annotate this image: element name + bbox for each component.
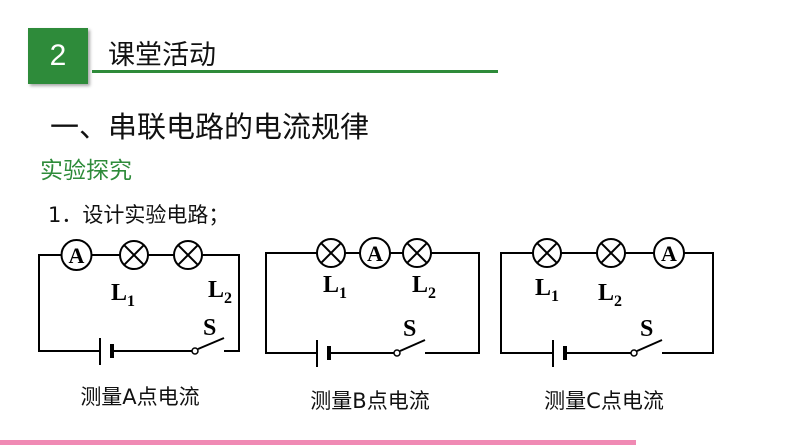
lamp-l1-icon: [316, 238, 346, 268]
bottom-accent-bar: [0, 440, 636, 445]
lamp-l2-label: L2: [208, 277, 232, 307]
circuit-caption: 测量A点电流: [80, 385, 199, 409]
lamp-l1-icon: [119, 240, 149, 270]
switch-label: S: [203, 315, 216, 341]
ammeter-label: A: [69, 243, 85, 268]
circuit-b: [265, 252, 480, 354]
switch-icon: [393, 339, 426, 357]
circuit-diagrams: A L1 L2 S 测量A点电流 A L1 L2 S 测量B点电流: [38, 237, 714, 413]
lamp-l1-label: L1: [111, 280, 135, 310]
circuit-a: [38, 254, 240, 352]
lamp-l2-icon: [596, 238, 626, 268]
header-title: 课堂活动: [108, 40, 216, 71]
switch-icon: [630, 339, 663, 357]
battery-icon: [99, 338, 114, 365]
lamp-l1-icon: [532, 238, 562, 268]
ammeter-icon: A: [359, 237, 391, 269]
experiment-subheading: 实验探究: [40, 158, 132, 184]
battery-icon: [316, 340, 331, 367]
switch-label: S: [403, 316, 416, 342]
battery-icon: [552, 340, 567, 367]
lamp-l2-icon: [402, 238, 432, 268]
lamp-l2-label: L2: [598, 280, 622, 310]
header-underline: [92, 70, 498, 73]
switch-icon: [191, 337, 225, 355]
ammeter-icon: A: [60, 239, 93, 271]
lamp-l2-icon: [173, 240, 203, 270]
circuit-caption: 测量B点电流: [310, 389, 429, 413]
ammeter-label: A: [367, 241, 383, 266]
ammeter-label: A: [661, 241, 677, 266]
section-number-badge: 2: [28, 28, 88, 84]
ammeter-icon: A: [653, 237, 685, 269]
lamp-l2-label: L2: [412, 272, 436, 302]
switch-label: S: [640, 316, 653, 342]
step-instruction: 1．设计实验电路；: [48, 203, 230, 227]
circuit-c: [500, 252, 714, 354]
section-heading: 一、串联电路的电流规律: [50, 110, 370, 144]
lamp-l1-label: L1: [323, 272, 347, 302]
lamp-l1-label: L1: [535, 275, 559, 305]
circuit-caption: 测量C点电流: [544, 389, 664, 413]
